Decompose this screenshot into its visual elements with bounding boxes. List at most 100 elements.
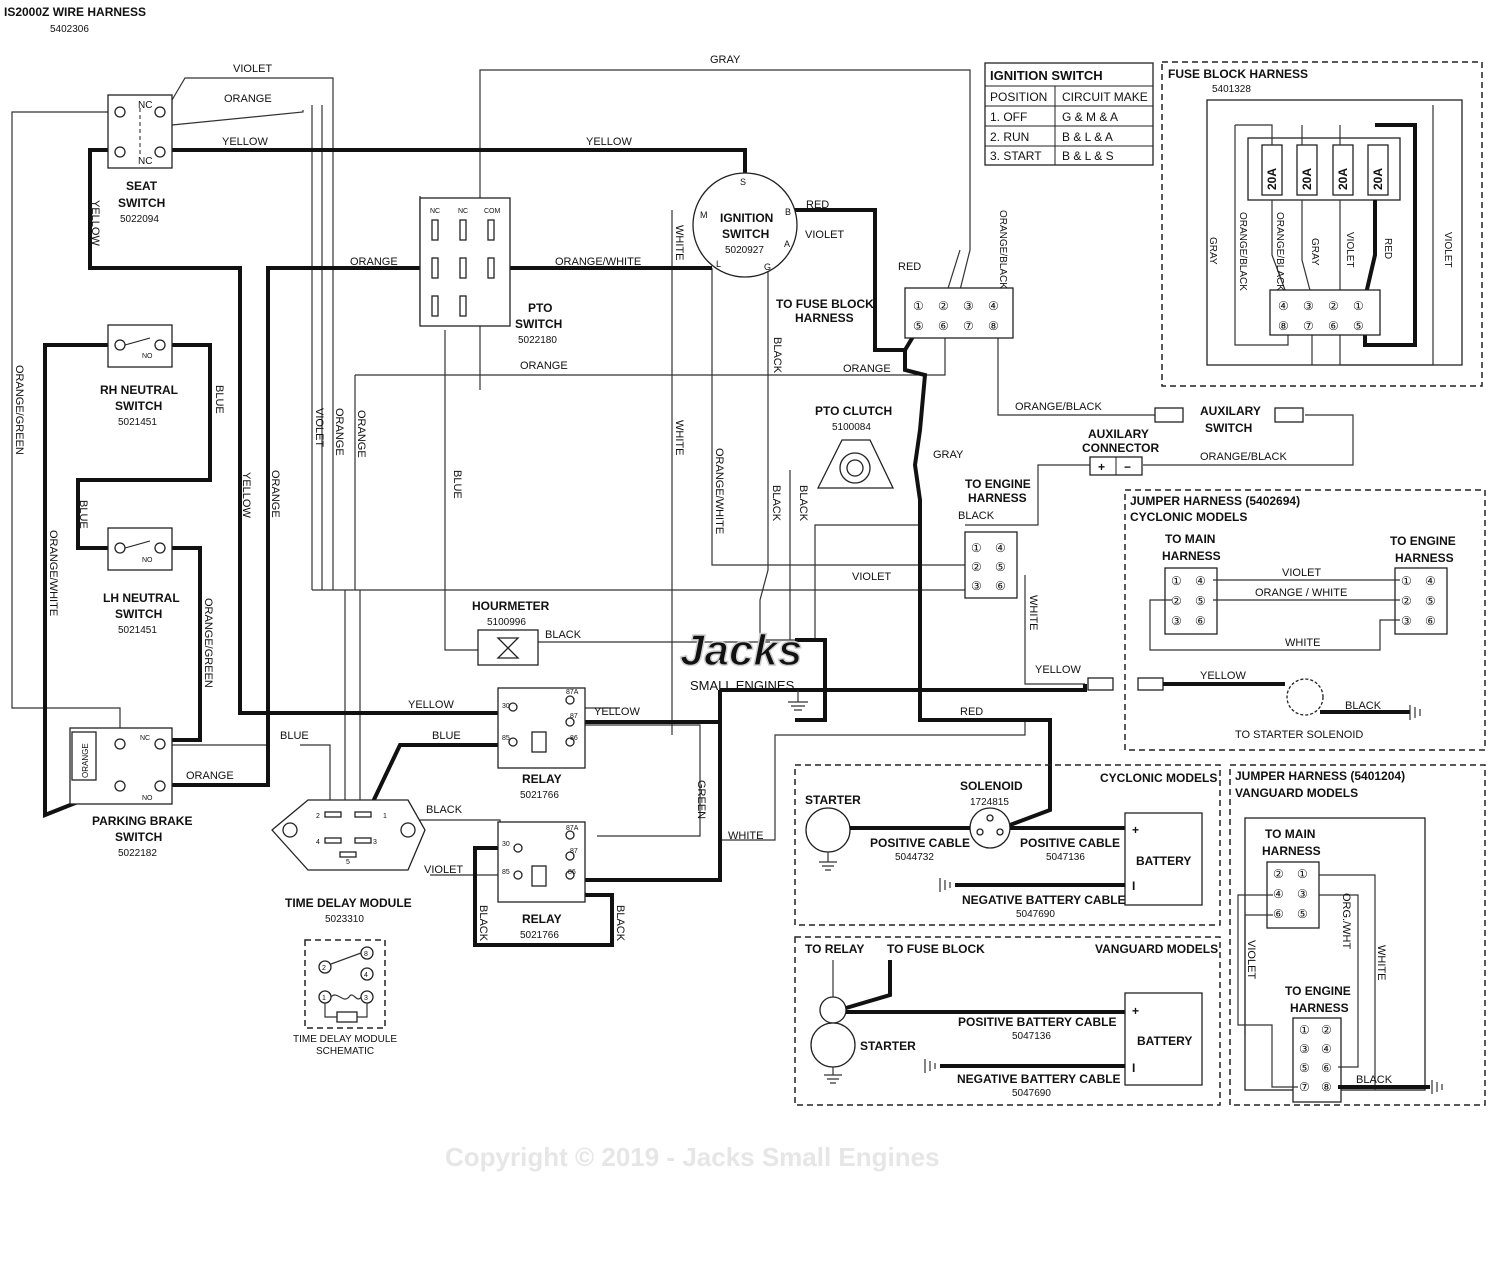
ign-m: M bbox=[700, 210, 708, 220]
cyc-pos-part-1: 5044732 bbox=[895, 852, 934, 863]
pto-nc2: NC bbox=[458, 208, 468, 215]
hourmeter-part: 5100996 bbox=[487, 617, 526, 628]
ignition-row-make: B & L & S bbox=[1062, 149, 1114, 163]
jv-main-label-2: HARNESS bbox=[1262, 844, 1321, 858]
ignition-label-2: SWITCH bbox=[722, 227, 769, 241]
jv-pin: ⑥ bbox=[1273, 907, 1284, 921]
wire-label-orange-green-v: ORANGE/GREEN bbox=[202, 598, 214, 688]
wire-label-yellow: YELLOW bbox=[1035, 664, 1081, 676]
wire-label-orange: ORANGE bbox=[224, 93, 272, 105]
wire-label-yellow: YELLOW bbox=[408, 699, 454, 711]
cyc-battery-label: BATTERY bbox=[1136, 854, 1191, 868]
to-fuse-block-label-2: HARNESS bbox=[795, 311, 854, 325]
fb-pin: ⑦ bbox=[1303, 319, 1314, 333]
logo-sub-watermark: SMALL ENGINES bbox=[690, 678, 795, 693]
pto-switch: NC NC COM PTO SWITCH 5022180 bbox=[419, 197, 562, 346]
jc-pin: ② bbox=[1171, 594, 1182, 608]
relay1-p86: 86 bbox=[570, 735, 578, 742]
jv-wire-violet: VIOLET bbox=[1245, 940, 1257, 979]
eng-pin: ③ bbox=[971, 579, 982, 593]
wire-label-violet: VIOLET bbox=[424, 864, 463, 876]
van-battery-plus: + bbox=[1132, 1004, 1139, 1018]
jc-pin: ④ bbox=[1425, 574, 1436, 588]
fb-pin: ⑤ bbox=[1353, 319, 1364, 333]
fuse-3: 20A bbox=[1336, 168, 1350, 190]
fbc-pin: ⑥ bbox=[938, 319, 949, 333]
ign-s: S bbox=[740, 177, 746, 187]
rh-no-label: NO bbox=[142, 353, 153, 360]
relay1-p85: 85 bbox=[502, 735, 510, 742]
cyc-title: CYCLONIC MODELS bbox=[1100, 771, 1217, 785]
fb-pin: ④ bbox=[1278, 299, 1289, 313]
jv-wire-white: WHITE bbox=[1375, 945, 1387, 980]
wire-label-orange: ORANGE bbox=[350, 256, 398, 268]
lh-neutral-part: 5021451 bbox=[118, 625, 157, 636]
eng-pin: ⑥ bbox=[995, 579, 1006, 593]
to-engine-label-1: TO ENGINE bbox=[965, 477, 1031, 491]
fbc-pin: ③ bbox=[963, 299, 974, 313]
ign-l: L bbox=[716, 259, 721, 269]
cyclonic-models: CYCLONIC MODELS STARTER SOLENOID 1724815… bbox=[794, 764, 1221, 926]
jc-pin: ③ bbox=[1171, 614, 1182, 628]
wire-labels: VIOLET ORANGE YELLOW YELLOW GRAY ORANGE … bbox=[13, 54, 1287, 942]
relay1-part: 5021766 bbox=[520, 790, 559, 801]
jc-pin: ③ bbox=[1401, 614, 1412, 628]
ign-g: G bbox=[764, 262, 771, 272]
jc-subtitle: CYCLONIC MODELS bbox=[1130, 510, 1247, 524]
wire-label-yellow: YELLOW bbox=[586, 136, 632, 148]
ign-a: A bbox=[784, 239, 790, 249]
cyc-starter: STARTER bbox=[805, 793, 861, 807]
cyc-battery-plus: + bbox=[1132, 823, 1139, 837]
wire-label-blue-v: BLUE bbox=[451, 470, 463, 499]
seat-switch-label-1: SEAT bbox=[126, 179, 158, 193]
hourmeter-label: HOURMETER bbox=[472, 599, 550, 613]
fb-pin: ① bbox=[1353, 299, 1364, 313]
jv-pin: ① bbox=[1299, 1023, 1310, 1037]
jv-pin: ⑧ bbox=[1321, 1080, 1332, 1094]
time-delay-part: 5023310 bbox=[325, 914, 364, 925]
eng-pin: ⑤ bbox=[995, 560, 1006, 574]
jv-pin: ⑤ bbox=[1299, 1061, 1310, 1075]
rh-neutral-label-2: SWITCH bbox=[115, 399, 162, 413]
cyc-solenoid: SOLENOID bbox=[960, 779, 1023, 793]
pto-switch-label-1: PTO bbox=[528, 301, 552, 315]
pto-clutch-part: 5100084 bbox=[832, 422, 871, 433]
tds-p8: 8 bbox=[364, 951, 368, 958]
wire-label-violet-v: VIOLET bbox=[313, 408, 325, 447]
jv-subtitle: VANGUARD MODELS bbox=[1235, 786, 1358, 800]
jv-pin: ③ bbox=[1299, 1042, 1310, 1056]
tds-label-2: SCHEMATIC bbox=[316, 1046, 374, 1057]
jv-wire-black: BLACK bbox=[1356, 1074, 1393, 1086]
aux-connector: + − AUXILARY CONNECTOR AUXILARY SWITCH bbox=[1082, 404, 1304, 476]
fb-wire-label: GRAY bbox=[1207, 237, 1218, 265]
jv-eng-label-1: TO ENGINE bbox=[1285, 984, 1351, 998]
wire-label-red: RED bbox=[960, 706, 983, 718]
tds-label-1: TIME DELAY MODULE bbox=[293, 1034, 397, 1045]
rh-neutral-part: 5021451 bbox=[118, 417, 157, 428]
wire-label-orange-green-v: ORANGE/GREEN bbox=[13, 365, 25, 455]
relay2-p87a: 87A bbox=[566, 825, 579, 832]
parking-brake-part: 5022182 bbox=[118, 848, 157, 859]
ignition-table: IGNITION SWITCH POSITION CIRCUIT MAKE 1.… bbox=[984, 62, 1154, 166]
cyc-pos-cable-2: POSITIVE CABLE bbox=[1020, 836, 1120, 850]
relay2-part: 5021766 bbox=[520, 930, 559, 941]
jc-pin: ⑥ bbox=[1425, 614, 1436, 628]
wire-label-blue: BLUE bbox=[432, 730, 461, 742]
relay1-p30: 30 bbox=[502, 703, 510, 710]
wire-label-orange-v: ORANGE bbox=[333, 408, 345, 456]
pb-no-label: NO bbox=[142, 795, 153, 802]
wire-label-black: BLACK bbox=[545, 629, 582, 641]
wire-label-white-v: WHITE bbox=[673, 420, 685, 455]
fbc-pin: ⑧ bbox=[988, 319, 999, 333]
time-delay-module: 2 1 4 3 5 TIME DELAY MODULE 5023310 bbox=[271, 799, 426, 925]
wire-label-orange-v: ORANGE bbox=[355, 410, 367, 458]
wire-label-yellow: YELLOW bbox=[222, 136, 268, 148]
wire-label-white-v: WHITE bbox=[1027, 595, 1039, 630]
wire-label-white: WHITE bbox=[728, 830, 763, 842]
ignition-part: 5020927 bbox=[725, 245, 764, 256]
ground-symbol bbox=[788, 690, 808, 711]
hourmeter: HOURMETER 5100996 bbox=[472, 599, 550, 666]
seat-nc1-label: NC bbox=[138, 100, 152, 111]
logo-watermark: Jacks bbox=[680, 626, 802, 675]
fuse-2: 20A bbox=[1300, 168, 1314, 190]
